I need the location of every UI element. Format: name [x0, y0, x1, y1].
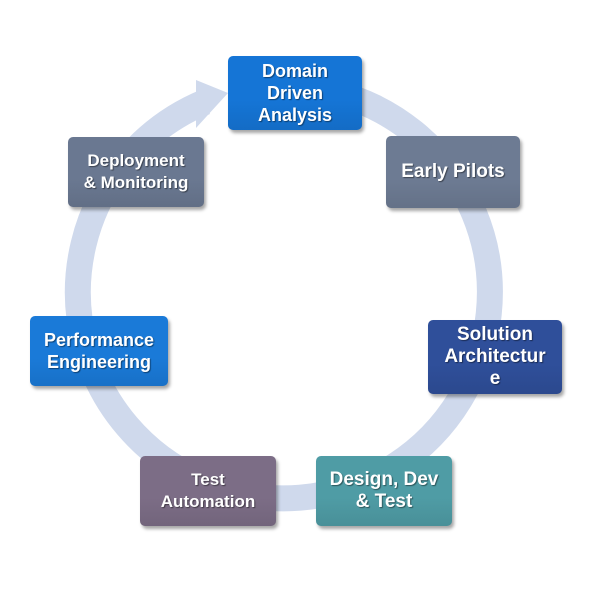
cycle-arrowhead: [196, 80, 228, 128]
node-design-dev-test: Design, Dev & Test: [316, 456, 452, 526]
node-early-pilots: Early Pilots: [386, 136, 520, 208]
node-deployment-monitoring: Deployment & Monitoring: [68, 137, 204, 207]
node-performance-engineering: Performance Engineering: [30, 316, 168, 386]
cycle-arrow-track: [64, 79, 503, 512]
node-domain-driven-analysis: Domain Driven Analysis: [228, 56, 362, 130]
node-test-automation: Test Automation: [140, 456, 276, 526]
node-solution-architecture: Solution Architectur e: [428, 320, 562, 394]
